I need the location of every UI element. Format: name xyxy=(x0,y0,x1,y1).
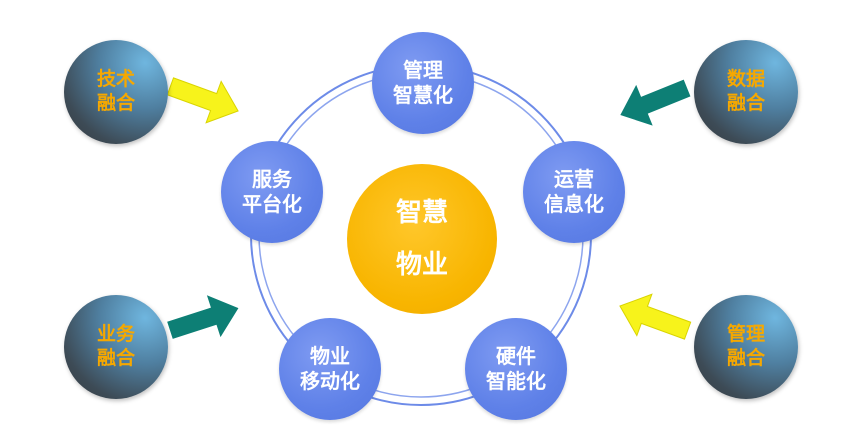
center-line1: 智慧 xyxy=(395,197,448,228)
outer-node-tech: 技术 融合 xyxy=(64,40,168,144)
node-operation-line2: 信息化 xyxy=(544,192,604,216)
outer-node-tech-line2: 融合 xyxy=(96,92,135,114)
node-hardware: 硬件 智能化 xyxy=(465,318,567,420)
node-hardware-line1: 硬件 xyxy=(496,344,536,368)
node-management-line2: 智慧化 xyxy=(393,83,453,107)
node-property-line2: 移动化 xyxy=(300,369,360,393)
node-management: 管理 智慧化 xyxy=(372,32,474,134)
node-property: 物业 移动化 xyxy=(279,318,381,420)
manage-arrow xyxy=(619,293,692,340)
outer-node-business: 业务 融合 xyxy=(64,295,168,399)
outer-node-business-line2: 融合 xyxy=(96,347,135,369)
outer-node-data-line2: 融合 xyxy=(726,92,765,114)
node-hardware-line2: 智能化 xyxy=(486,369,546,393)
outer-node-manage-line2: 融合 xyxy=(726,347,765,369)
node-property-line1: 物业 xyxy=(310,344,350,368)
center-node: 智慧 物业 xyxy=(347,164,497,314)
node-service-line2: 平台化 xyxy=(242,192,302,216)
outer-node-manage-line1: 管理 xyxy=(726,323,765,346)
node-service: 服务 平台化 xyxy=(221,141,323,243)
center-line2: 物业 xyxy=(395,250,448,280)
tech-arrow xyxy=(166,77,239,124)
outer-node-data: 数据 融合 xyxy=(694,40,798,144)
outer-node-data-line1: 数据 xyxy=(726,68,765,91)
data-arrow xyxy=(620,79,691,126)
node-service-line1: 服务 xyxy=(252,167,292,191)
outer-node-tech-line1: 技术 xyxy=(96,68,135,91)
node-operation-line1: 运营 xyxy=(554,167,594,191)
business-arrow xyxy=(167,295,239,339)
node-operation: 运营 信息化 xyxy=(523,141,625,243)
outer-node-business-line1: 业务 xyxy=(96,323,135,346)
outer-node-manage: 管理 融合 xyxy=(694,295,798,399)
node-management-line1: 管理 xyxy=(403,58,443,82)
